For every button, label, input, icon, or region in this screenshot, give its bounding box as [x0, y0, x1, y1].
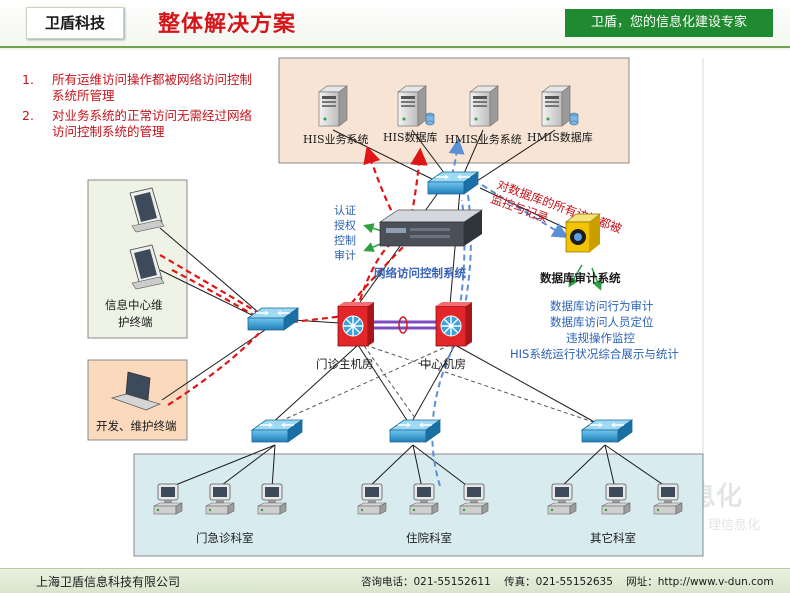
room-label: 中心机房 — [420, 357, 466, 371]
footer-bar: 上海卫盾信息科技有限公司 咨询电话：021-55152611 传真：021-55… — [0, 568, 790, 593]
function-label: 认证 — [334, 204, 356, 217]
note-number: 1. — [22, 72, 34, 87]
core-switch-icon — [427, 171, 479, 195]
server-label: HMIS数据库 — [527, 130, 593, 144]
department-label: 门急诊科室 — [196, 531, 254, 545]
his-app-server-icon — [318, 85, 348, 127]
note-text: 对业务系统的正常访问无需经过网络访问控制系统的管理 — [52, 108, 253, 139]
website-label: 网址： — [626, 576, 658, 588]
hmis-app-server-icon — [469, 85, 499, 127]
pc-icon — [205, 483, 235, 515]
watermark-text-small: 理信息化 — [708, 518, 761, 533]
server-label: HIS业务系统 — [303, 133, 368, 146]
access-control-label: 网络访问控制系统 — [374, 266, 466, 280]
website-link[interactable]: http://www.v-dun.com — [657, 576, 774, 588]
monitor-icon — [129, 244, 165, 290]
pc-icon — [257, 483, 287, 515]
page-title: 整体解决方案 — [158, 11, 297, 37]
dev-terminal-label: 开发、维护终端 — [96, 419, 177, 433]
central-core-router-icon — [435, 301, 473, 347]
it-center-label: 护终端 — [118, 315, 153, 329]
audit-feature: 数据库访问人员定位 — [550, 315, 654, 329]
contact-info: 咨询电话：021-55152611 传真：021-55152635 网址：htt… — [361, 574, 774, 589]
header-bar: 卫盾科技 整体解决方案 卫盾，您的信息化建设专家 — [0, 0, 790, 50]
access-control-appliance-icon — [378, 209, 484, 247]
db-audit-label: 数据库审计系统 — [540, 271, 621, 285]
it-center-label: 信息中心维 — [105, 298, 163, 312]
server-label: HIS数据库 — [383, 130, 437, 144]
function-label: 控制 — [334, 233, 356, 247]
pc-icon — [459, 483, 489, 515]
outpatient-core-router-icon — [337, 301, 375, 347]
brand-logo: 卫盾科技 — [26, 7, 124, 39]
note-number: 2. — [22, 108, 34, 123]
dept-switch-icon — [251, 419, 303, 443]
dept-switch-icon — [581, 419, 633, 443]
note-item: 1. 所有运维访问操作都被网络访问控制系统所管理 — [22, 72, 252, 104]
pc-icon — [547, 483, 577, 515]
db-audit-icon — [565, 213, 601, 253]
header-divider — [0, 46, 790, 48]
fax-number: 021-55152635 — [535, 576, 613, 588]
pc-icon — [409, 483, 439, 515]
room-label: 门诊主机房 — [316, 357, 374, 371]
note-text: 所有运维访问操作都被网络访问控制系统所管理 — [52, 72, 253, 103]
department-label: 住院科室 — [406, 531, 452, 545]
function-label: 审计 — [334, 248, 356, 262]
pc-icon — [357, 483, 387, 515]
slogan-banner: 卫盾，您的信息化建设专家 — [565, 9, 773, 37]
fax-label: 传真： — [504, 576, 536, 588]
pc-icon — [653, 483, 683, 515]
laptop-icon — [110, 371, 162, 411]
note-item: 2. 对业务系统的正常访问无需经过网络访问控制系统的管理 — [22, 108, 252, 140]
phone-label: 咨询电话： — [361, 576, 414, 588]
phone-number: 021-55152611 — [413, 576, 491, 588]
notes-list: 1. 所有运维访问操作都被网络访问控制系统所管理 2. 对业务系统的正常访问无需… — [22, 72, 252, 144]
monitor-icon — [129, 187, 165, 233]
audit-feature: 数据库访问行为审计 — [550, 299, 654, 313]
audit-feature: HIS系统运行状况综合展示与统计 — [510, 347, 679, 361]
his-db-server-icon — [397, 85, 427, 127]
audit-feature: 违规操作监控 — [566, 331, 635, 345]
hmis-db-server-icon — [541, 85, 571, 127]
department-label: 其它科室 — [590, 531, 636, 545]
pc-icon — [153, 483, 183, 515]
pc-icon — [601, 483, 631, 515]
function-label: 授权 — [334, 218, 356, 232]
company-name: 上海卫盾信息科技有限公司 — [36, 575, 181, 589]
dept-switch-icon — [389, 419, 441, 443]
server-label: HMIS业务系统 — [445, 133, 522, 146]
